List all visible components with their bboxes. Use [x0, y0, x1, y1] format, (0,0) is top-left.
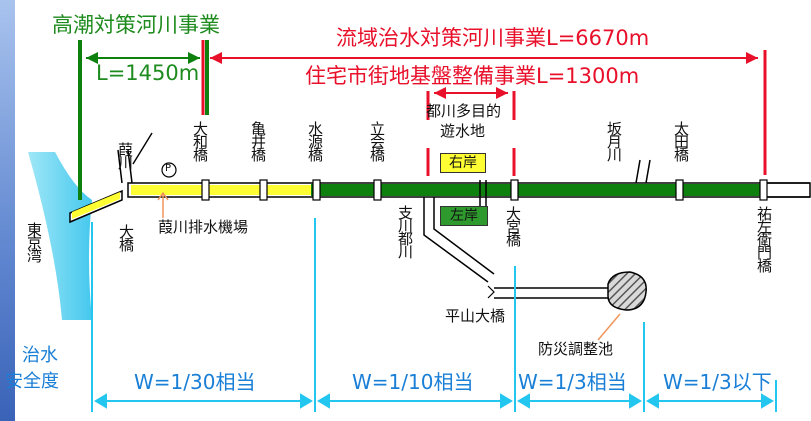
ota-bridge-label: 太田橋 — [672, 121, 690, 160]
safety-label-2: 安全度 — [5, 371, 59, 392]
flood-control-pond-shape — [607, 271, 647, 311]
left-bank-box: 左岸 — [440, 206, 488, 226]
left-band — [0, 0, 15, 421]
kamei-bridge-label: 亀井橋 — [249, 121, 267, 160]
ashi-river-label: 葭川 — [116, 142, 134, 168]
flood-control-pond-label: 防災調整池 — [538, 340, 614, 358]
basin-flood-project-title: 流域治水対策河川事業L=6670m — [336, 26, 650, 50]
high-tide-length: L=1450m — [96, 61, 200, 85]
urban-project-title: 住宅市街地基盤整備事業L=1300m — [305, 64, 640, 88]
sukezaemon-bridge-label: 祐左衛門橋 — [755, 206, 773, 271]
right-bank-box: 右岸 — [440, 153, 486, 173]
yamato-bridge-label: 大和橋 — [191, 121, 209, 160]
safety-segment-3: W=1/3相当 — [518, 370, 627, 394]
sakatsuki-river-label: 坂月川 — [605, 121, 623, 160]
pump-symbol: P — [165, 163, 172, 174]
omiya-bridge-label: 大宮橋 — [504, 206, 522, 245]
safety-segment-2: W=1/10相当 — [352, 370, 474, 394]
yellow-section-upper — [131, 185, 311, 195]
ohashi-label: 大橋 — [117, 224, 135, 250]
hirayama-bridge-label: 平山大橋 — [445, 307, 506, 325]
retention-basin-label-2: 遊水地 — [440, 122, 486, 140]
yellow-section-estuary — [72, 192, 120, 219]
pump-station-label: 葭川排水機場 — [158, 218, 249, 236]
safety-label-1: 治水 — [22, 345, 58, 366]
tokyo-bay-area — [28, 152, 92, 320]
tokyo-bay-label: 東京湾 — [25, 222, 43, 261]
suigen-bridge-label: 水源橋 — [306, 121, 324, 160]
ritsukai-bridge-label: 立会橋 — [368, 121, 386, 160]
green-section — [311, 184, 763, 196]
safety-segment-1: W=1/30相当 — [134, 370, 256, 394]
safety-segment-4: W=1/3以下 — [663, 370, 772, 394]
pump-station-marker — [161, 162, 177, 178]
shitsu-tributary-label: 支川都川 — [396, 205, 414, 257]
high-tide-project-title: 高潮対策河川事業 — [52, 13, 220, 37]
retention-basin-label-1: 都川多目的 — [426, 102, 502, 120]
